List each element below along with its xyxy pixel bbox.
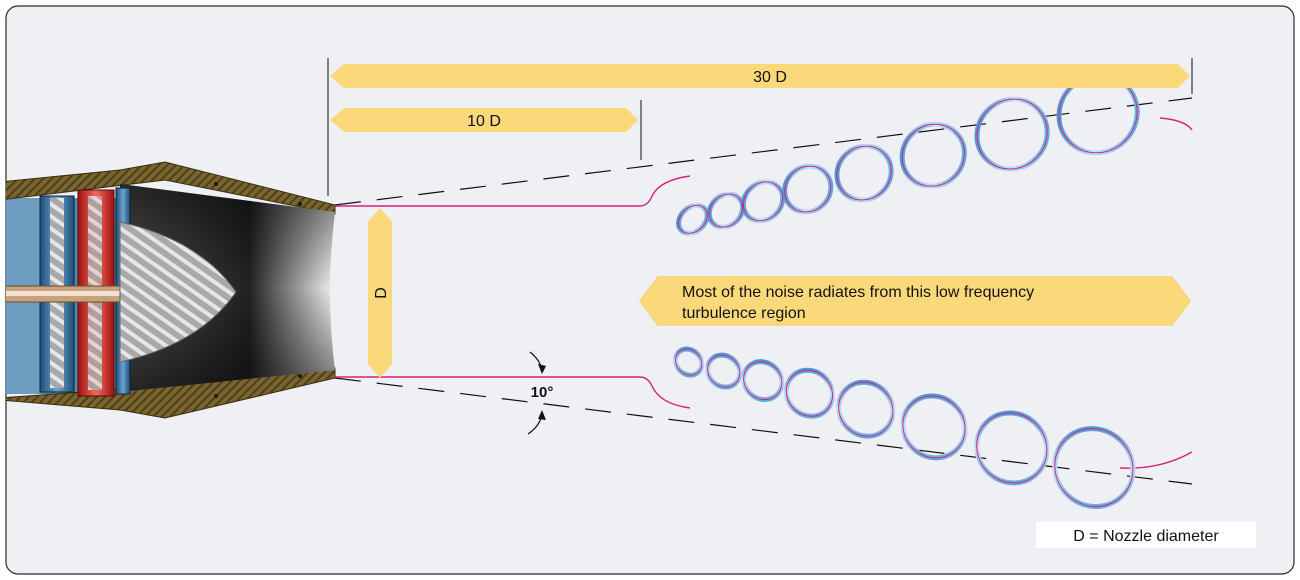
dimension-10d-label: 10 D: [467, 113, 501, 130]
dimension-30d-label: 30 D: [753, 69, 787, 86]
upper-spread-line: [334, 97, 1193, 206]
legend-text: D = Nozzle diameter: [1073, 528, 1219, 545]
callout-line-1: Most of the noise radiates from this low…: [682, 284, 1034, 301]
lower-turbulence-vortices: [672, 346, 1136, 509]
dimension-10d: 10 D: [330, 108, 638, 132]
lower-spread-line: [334, 377, 1193, 485]
upper-jet-boundary: [335, 117, 1193, 207]
jet-engine-icon: [6, 161, 336, 419]
noise-callout: Most of the noise radiates from this low…: [638, 276, 1192, 326]
lower-jet-boundary: [335, 376, 1193, 469]
callout-line-2: turbulence region: [682, 305, 806, 322]
angle-label: 10°: [531, 384, 554, 401]
dimension-diameter-label: D: [373, 287, 390, 299]
dimension-30d: 30 D: [330, 64, 1190, 88]
legend-box: D = Nozzle diameter: [1036, 522, 1256, 548]
dimension-diameter: D: [368, 208, 392, 378]
angle-marker: 10°: [527, 351, 554, 435]
